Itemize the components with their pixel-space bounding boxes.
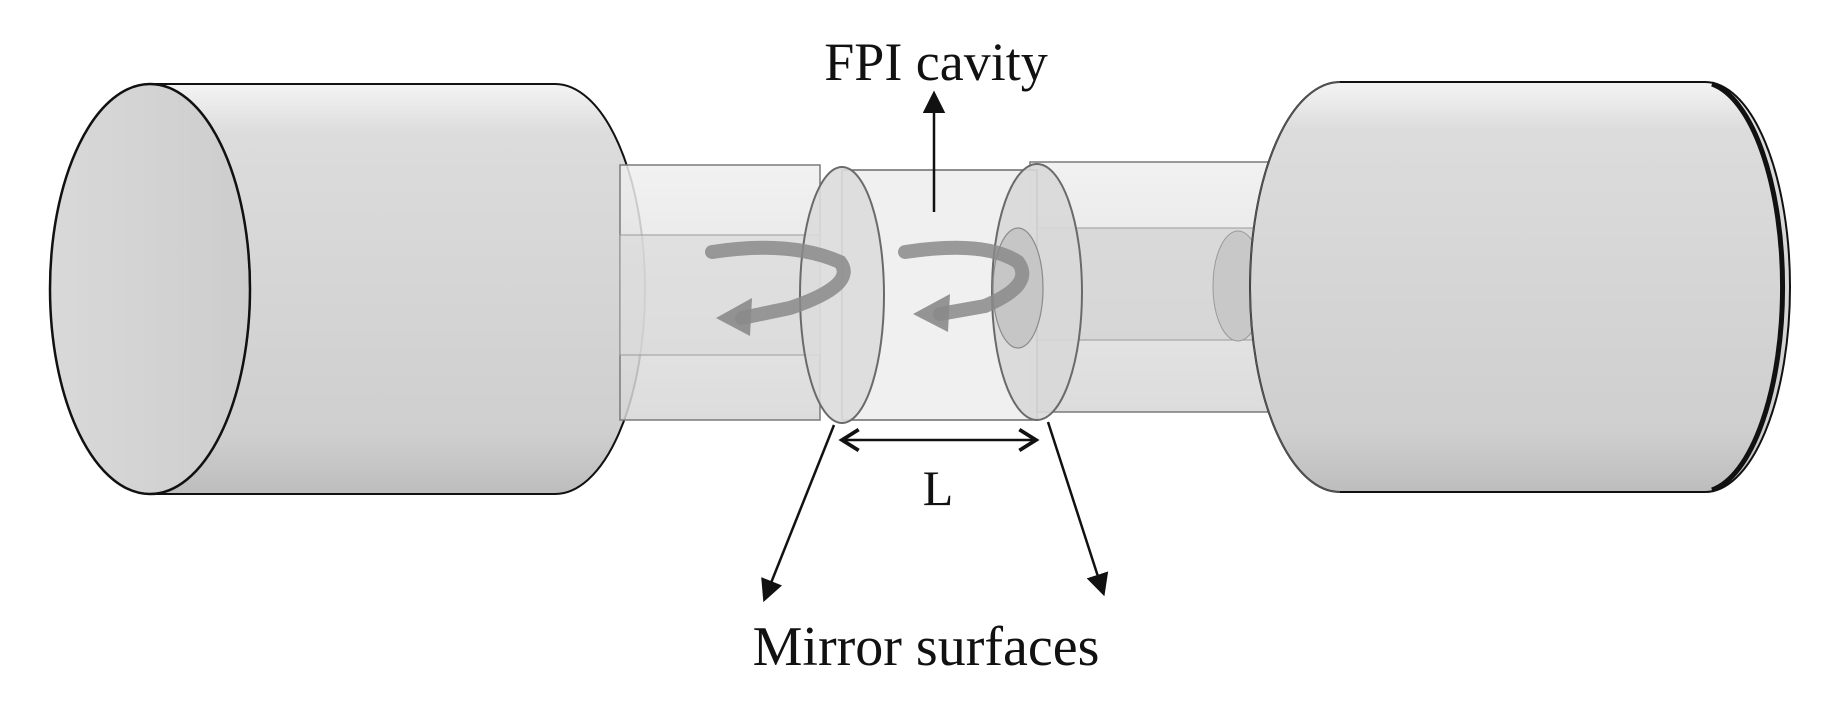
length-label: L xyxy=(923,460,954,516)
mirror-surfaces-label: Mirror surfaces xyxy=(753,616,1100,678)
fpi-cavity-label: FPI cavity xyxy=(824,32,1048,92)
reflection-arrow-right xyxy=(898,240,1030,332)
mirror-pointer-arrow-left xyxy=(761,424,836,603)
reflection-arrow-left xyxy=(705,240,851,336)
mirror-pointer-arrow-right xyxy=(1046,421,1109,597)
left-mirror-surface xyxy=(799,166,885,424)
left-housing-cylinder xyxy=(48,82,646,496)
right-housing-cylinder xyxy=(1249,81,1791,493)
left-fiber-tube xyxy=(619,164,821,421)
